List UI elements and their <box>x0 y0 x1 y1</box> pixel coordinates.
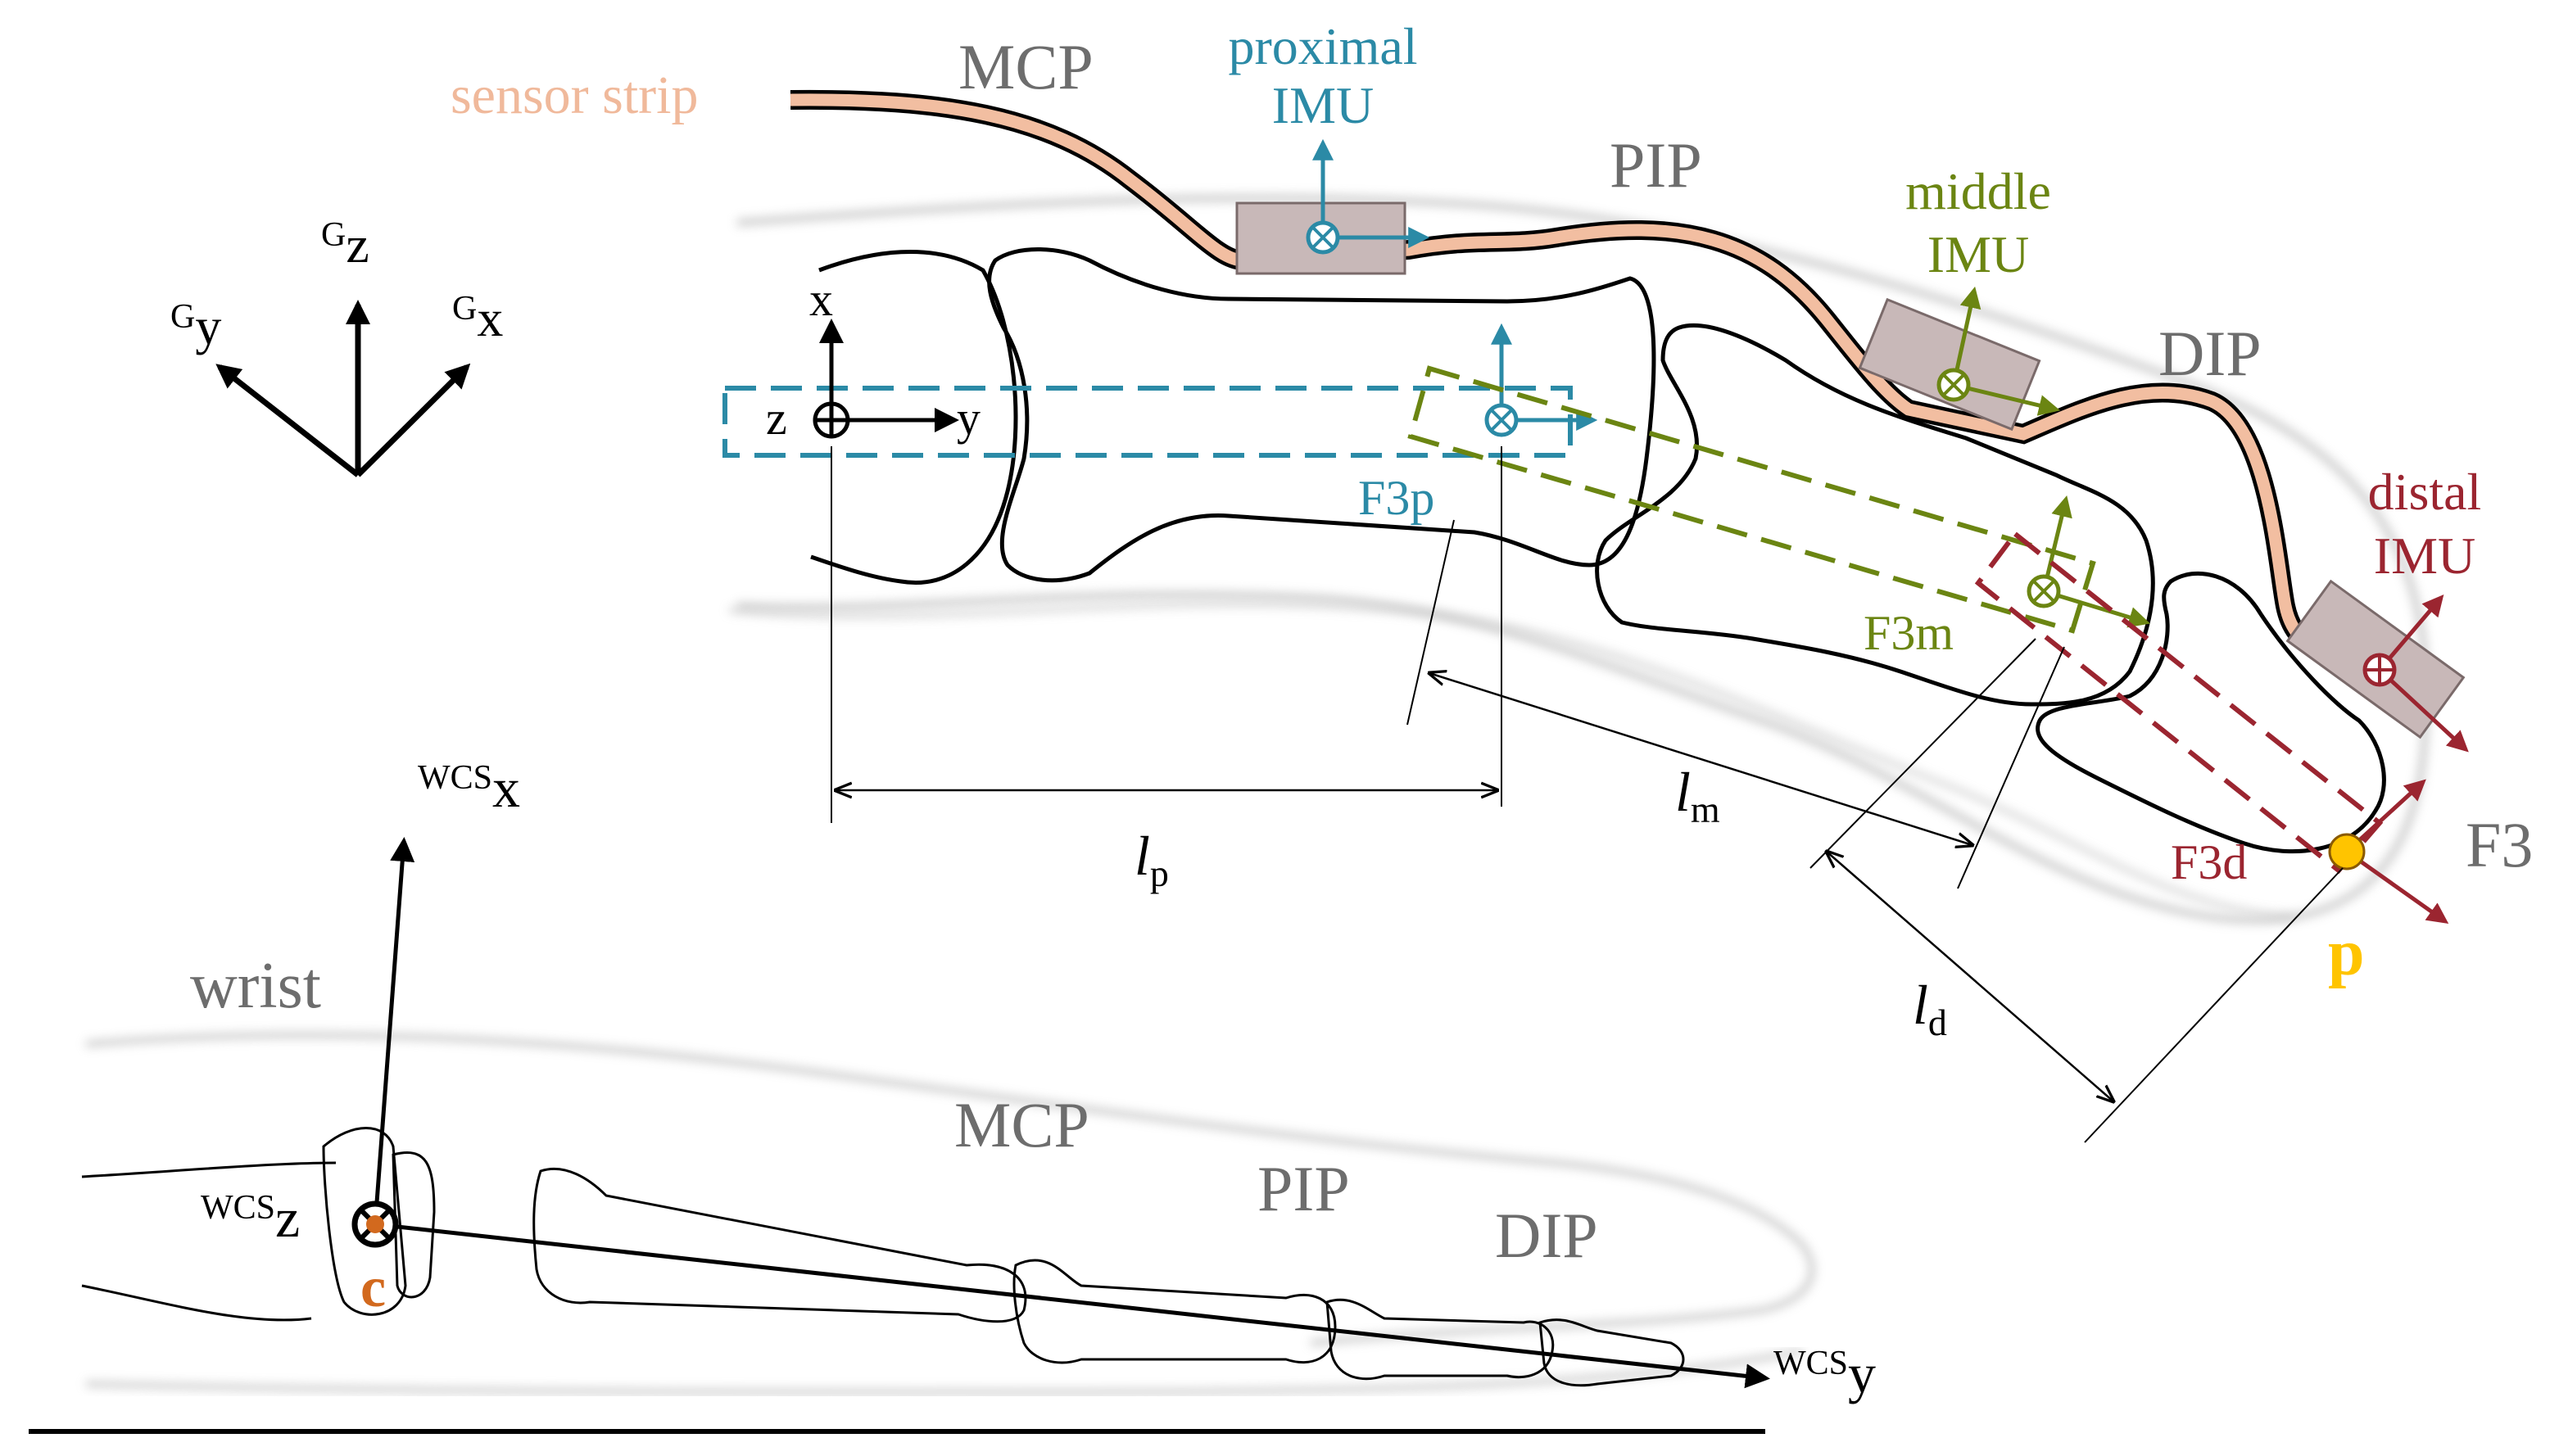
hand-overview: wrist MCP PIP DIP WCSx WCSz WCSy c <box>29 757 1876 1434</box>
middle-imu-label-1: middle <box>1905 162 2051 220</box>
finger-dip-label: DIP <box>2158 318 2262 389</box>
frame-f3p-label: F3p <box>1358 471 1434 525</box>
middle-frame-origin-icon <box>2027 574 2061 608</box>
hand-pip-label: PIP <box>1257 1153 1350 1224</box>
global-z-sup: G <box>321 216 346 254</box>
finger-detail: x y z <box>451 17 2533 1143</box>
frame-f3m-label: F3m <box>1864 606 1954 660</box>
finger-pip-label: PIP <box>1610 129 1702 201</box>
global-x-label: Gx <box>452 289 503 347</box>
global-frame: Gz Gy Gx <box>170 215 503 477</box>
global-x-text: x <box>477 289 503 347</box>
wcs-y-axis <box>374 1222 1770 1389</box>
lp-sub: p <box>1150 852 1169 894</box>
ld-base: l <box>1913 974 1928 1036</box>
distal-phalanx-bone-outline <box>1538 1318 1685 1387</box>
middle-frame-right-arrow <box>2043 589 2150 628</box>
sensor-strip-label: sensor strip <box>451 66 698 125</box>
lm-sub: m <box>1691 789 1720 830</box>
distal-frame-right-arrow <box>2345 849 2449 925</box>
wcs-x-text: x <box>492 757 520 819</box>
frame-f3d-label: F3d <box>2171 835 2247 889</box>
metacarpal-head-outline <box>810 250 1018 585</box>
hand-dip-label: DIP <box>1495 1200 1598 1271</box>
lp-base: l <box>1135 825 1150 887</box>
wrist-label: wrist <box>190 950 321 1022</box>
base-z-out-icon <box>813 401 850 439</box>
global-z-text: z <box>346 215 369 274</box>
ld-sub: d <box>1928 1002 1947 1043</box>
carpal-bones-outline <box>322 1127 436 1316</box>
proximal-phalanx-outline <box>987 247 1656 583</box>
hand-mcp-label: MCP <box>954 1089 1089 1160</box>
proximal-imu-z-into-icon <box>1306 220 1340 255</box>
proximal-phalanx-bone-outline <box>1012 1259 1337 1364</box>
global-x-sup: G <box>452 290 477 328</box>
ld-label: ld <box>1913 974 1947 1043</box>
proximal-frame-origin-icon <box>1484 403 1519 437</box>
forearm-outline <box>81 1161 337 1322</box>
ld-dimension <box>1809 638 2344 1143</box>
finger-mcp-label: MCP <box>958 31 1094 102</box>
point-c-label: c <box>360 1256 386 1319</box>
metacarpal-bone-outline <box>532 1167 1027 1323</box>
middle-imu-z-into-icon <box>1936 368 1971 402</box>
distal-frame-dashed-box <box>1974 530 2384 875</box>
proximal-imu-label-1: proximal <box>1228 17 1417 75</box>
distal-imu-z-out-icon <box>2362 653 2397 687</box>
hand-skin-outline-top <box>85 1031 1815 1346</box>
wcs-x-axis <box>373 837 415 1225</box>
middle-imu-right-arrow <box>1953 382 2061 416</box>
wcs-y-sup: WCS <box>1773 1345 1848 1382</box>
distal-imu-label-1: distal <box>2368 463 2482 521</box>
hand-skin-outline-bottom <box>85 1348 1803 1396</box>
middle-frame-dashed-box <box>1407 365 2096 634</box>
global-z-label: Gz <box>321 215 369 274</box>
wcs-x-label: WCSx <box>418 757 520 819</box>
point-c-marker <box>366 1215 384 1233</box>
wcs-y-label: WCSy <box>1773 1342 1876 1404</box>
proximal-imu-label-2: IMU <box>1272 76 1374 134</box>
lp-label: lp <box>1135 825 1169 894</box>
global-y-text: y <box>195 297 221 355</box>
distal-phalanx-outline <box>2036 571 2386 854</box>
lm-label: lm <box>1675 761 1720 830</box>
finger-skin-outline <box>736 194 2430 925</box>
base-y-label: y <box>957 391 981 445</box>
global-y-label: Gy <box>170 297 221 355</box>
distal-imu-label-2: IMU <box>2374 527 2475 585</box>
base-x-label: x <box>809 273 833 326</box>
global-y-sup: G <box>170 298 195 336</box>
sensor-strip-fill <box>790 93 2344 662</box>
base-z-label: z <box>766 391 787 445</box>
lm-base: l <box>1675 761 1691 823</box>
wcs-x-sup: WCS <box>418 759 492 797</box>
wcs-z-text: z <box>275 1187 300 1249</box>
wcs-z-icon <box>351 1201 399 1248</box>
middle-imu-label-2: IMU <box>1927 225 2029 283</box>
global-y-axis <box>215 364 360 477</box>
lm-dimension <box>1406 519 2065 889</box>
middle-imu-box <box>1858 297 2041 432</box>
wcs-z-label: WCSz <box>201 1187 300 1249</box>
distal-imu-right-arrow <box>2378 668 2469 753</box>
point-p-marker <box>2328 833 2366 870</box>
wcs-z-sup: WCS <box>201 1189 275 1227</box>
middle-phalanx-bone-outline <box>1325 1298 1555 1381</box>
finger-f3-label: F3 <box>2466 809 2533 880</box>
global-x-axis <box>356 363 471 477</box>
wcs-y-text: y <box>1848 1342 1876 1404</box>
point-p-label: p <box>2328 917 2365 989</box>
